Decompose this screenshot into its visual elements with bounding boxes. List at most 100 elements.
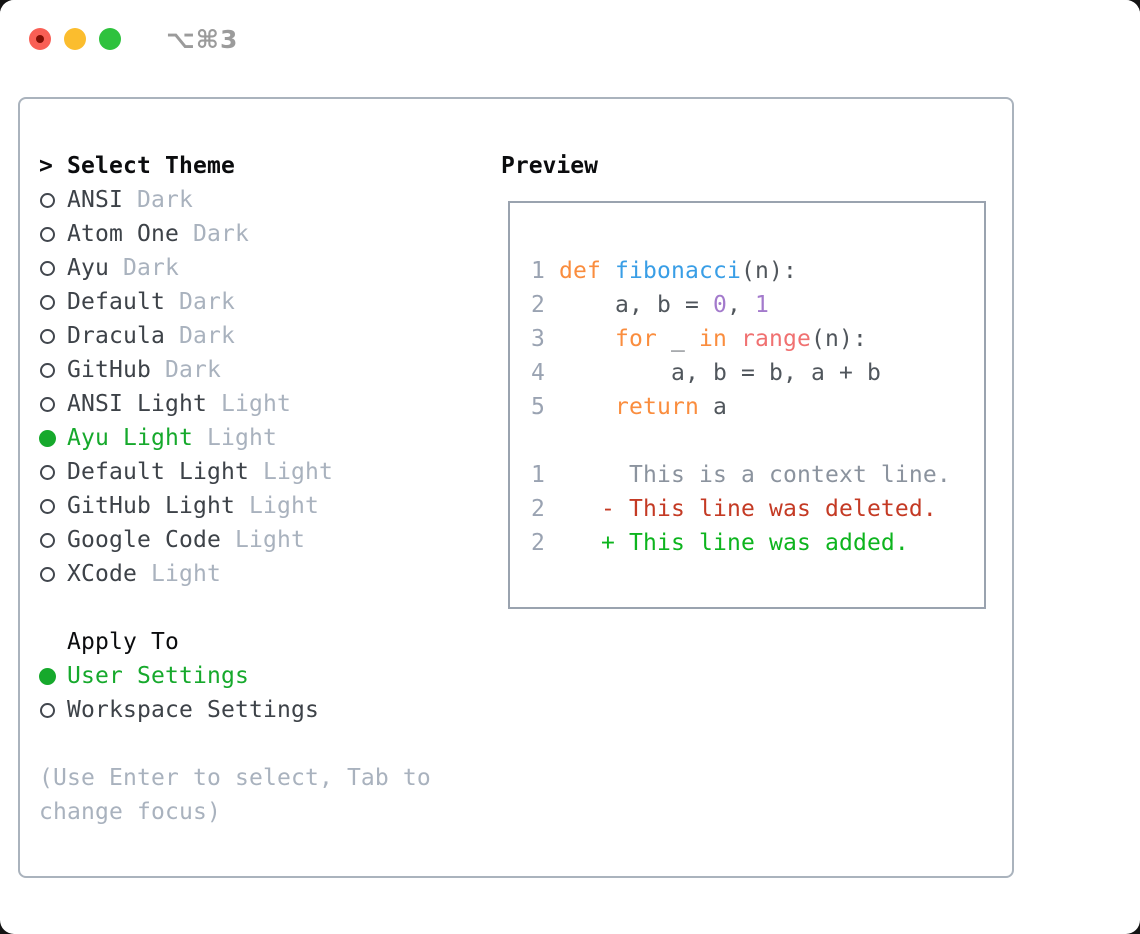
token-sp: range [741, 326, 811, 352]
item-label: ANSI [67, 187, 123, 213]
theme-item-ayu-light[interactable]: Ayu Light Light [39, 421, 431, 455]
radio-gutter [39, 498, 67, 514]
apply-option-workspace-settings[interactable]: Workspace Settings [39, 693, 431, 727]
token-add: + This line was added. [559, 530, 909, 556]
item-label: Workspace Settings [67, 697, 319, 723]
code-line: 1 This is a context line. [531, 458, 951, 492]
line-number: 3 [531, 326, 559, 352]
token-num: 0 [712, 292, 727, 318]
line-number: 2 [531, 530, 559, 556]
token-fg [727, 326, 741, 352]
token-kw: in [699, 326, 727, 352]
radio-gutter [39, 667, 67, 685]
radio-icon [40, 226, 55, 242]
theme-item-ayu[interactable]: Ayu Dark [39, 251, 431, 285]
radio-gutter [39, 294, 67, 310]
item-label: Atom One [67, 221, 179, 247]
token-fg: a, b = b, a + b [559, 360, 881, 386]
code-line: 5 return a [531, 390, 951, 424]
code-line: 3 for _ in range(n): [531, 322, 951, 356]
item-label: Default Light [67, 459, 249, 485]
preview-title: Preview [501, 153, 598, 179]
token-fg [559, 394, 615, 420]
line-number [531, 428, 559, 454]
token-kw: def [559, 258, 601, 284]
line-number: 4 [531, 360, 559, 386]
code-line: 4 a, b = b, a + b [531, 356, 951, 390]
minimize-button[interactable] [64, 28, 86, 50]
radio-icon [40, 498, 55, 514]
radio-icon [40, 566, 55, 582]
radio-gutter [39, 260, 67, 276]
apply-to-header: Apply To [39, 625, 431, 659]
theme-item-default-light[interactable]: Default Light Light [39, 455, 431, 489]
code-line: 1 def fibonacci(n): [531, 254, 951, 288]
line-number: 5 [531, 394, 559, 420]
radio-gutter [39, 566, 67, 582]
line-number: 2 [531, 496, 559, 522]
item-variant-label: Dark [123, 187, 193, 213]
window-title-shortcut: ⌥⌘3 [166, 25, 239, 54]
item-variant-label: Light [206, 391, 291, 417]
token-num: 1 [754, 292, 769, 318]
token-fg [559, 326, 615, 352]
apply-option-user-settings[interactable]: User Settings [39, 659, 431, 693]
item-variant-label: Light [248, 459, 333, 485]
code-line: 2 + This line was added. [531, 526, 951, 560]
radio-icon [40, 260, 55, 276]
theme-item-github[interactable]: GitHub Dark [39, 353, 431, 387]
theme-list-title: Select Theme [67, 153, 235, 179]
radio-icon [40, 328, 55, 344]
radio-gutter [39, 532, 67, 548]
item-variant-label: Dark [164, 323, 235, 349]
item-label: Dracula [67, 323, 165, 349]
prompt-icon: > [39, 153, 53, 179]
token-fg [601, 258, 615, 284]
token-fg: a, b = [559, 292, 713, 318]
token-fg: (n): [811, 326, 867, 352]
token-kw: for [615, 326, 657, 352]
code-line: 2 - This line was deleted. [531, 492, 951, 526]
item-variant-label: Dark [178, 221, 249, 247]
theme-item-xcode[interactable]: XCode Light [39, 557, 431, 591]
theme-item-default[interactable]: Default Dark [39, 285, 431, 319]
token-fg: a [698, 394, 727, 420]
close-button[interactable] [29, 28, 51, 50]
item-variant-label: Dark [109, 255, 179, 281]
token-fg: , [726, 292, 755, 318]
spacer [39, 591, 431, 625]
item-variant-label: Light [234, 493, 319, 519]
item-label: Ayu Light [67, 425, 193, 451]
item-label: GitHub Light [67, 493, 235, 519]
item-variant-label: Light [192, 425, 277, 451]
radio-gutter [39, 192, 67, 208]
radio-icon [40, 396, 55, 412]
theme-item-google-code[interactable]: Google Code Light [39, 523, 431, 557]
zoom-button[interactable] [99, 28, 121, 50]
item-label: Ayu [67, 255, 109, 281]
radio-gutter [39, 702, 67, 718]
apply-to-title: Apply To [67, 629, 179, 655]
radio-gutter [39, 464, 67, 480]
theme-item-dracula[interactable]: Dracula Dark [39, 319, 431, 353]
line-number: 2 [531, 292, 559, 318]
token-fg: (n): [740, 258, 797, 284]
theme-item-github-light[interactable]: GitHub Light Light [39, 489, 431, 523]
item-label: ANSI Light [67, 391, 207, 417]
theme-item-ansi-light[interactable]: ANSI Light Light [39, 387, 431, 421]
item-label: Default [67, 289, 165, 315]
radio-icon [40, 702, 55, 718]
radio-icon [40, 294, 55, 310]
radio-icon [40, 464, 55, 480]
theme-item-atom-one[interactable]: Atom One Dark [39, 217, 431, 251]
theme-item-ansi[interactable]: ANSI Dark [39, 183, 431, 217]
line-number: 1 [531, 462, 559, 488]
line-number: 1 [531, 258, 559, 284]
code-line: 2 a, b = 0, 1 [531, 288, 951, 322]
